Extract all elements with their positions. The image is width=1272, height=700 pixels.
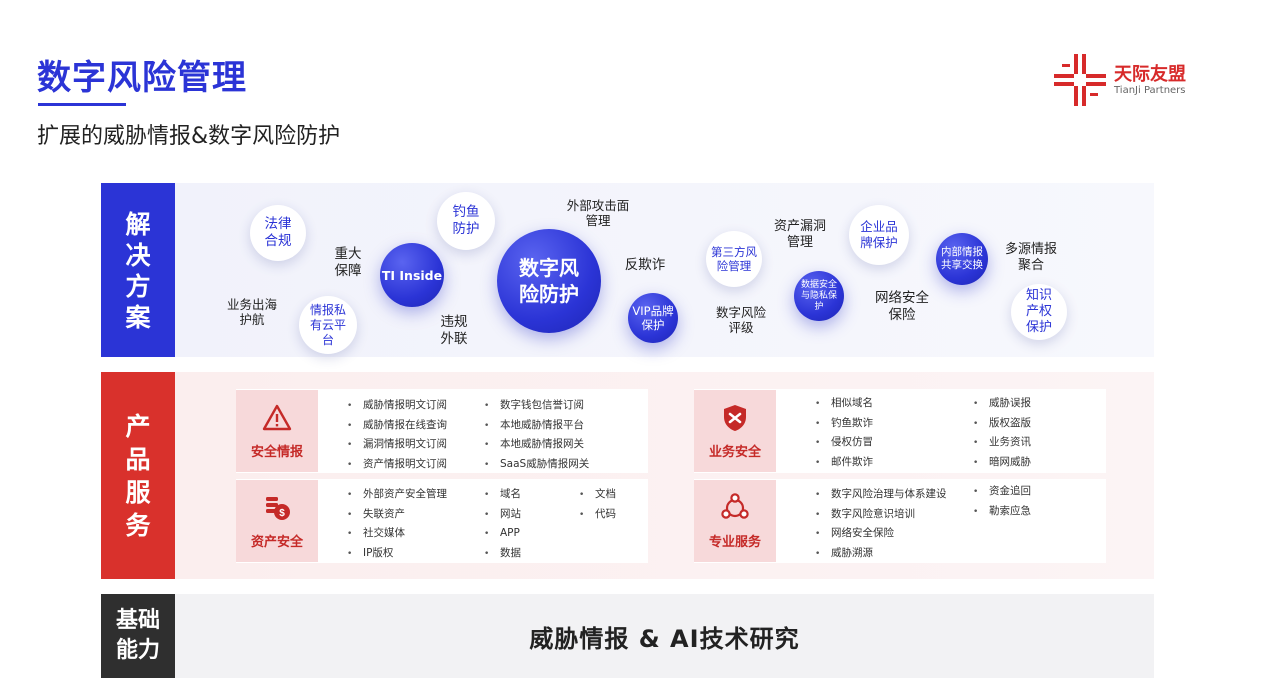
list-item: 资金追回	[973, 482, 1031, 502]
tile-business-security: 业务安全	[694, 390, 776, 472]
text-multi-source-intel: 多源情报聚合	[1004, 242, 1057, 273]
text-cyber-insurance: 网络安全保险	[875, 290, 929, 323]
list-security-intel-col1: 威胁情报明文订阅 威胁情报在线查询 漏洞情报明文订阅 资产情报明文订阅	[347, 396, 447, 474]
text-major-guarantee: 重大保障	[334, 246, 362, 279]
list-item: 钓鱼欺诈	[815, 414, 873, 434]
list-item: SaaS威胁情报网关	[484, 455, 589, 475]
list-item: 数据	[484, 544, 521, 564]
bubble-digital-risk-protection: 数字风险防护	[497, 229, 601, 333]
list-item: 威胁情报明文订阅	[347, 396, 447, 416]
list-item: 本地威胁情报平台	[484, 416, 589, 436]
bubble-law-compliance: 法律合规	[250, 205, 306, 261]
list-item: 数字钱包信誉订阅	[484, 396, 589, 416]
list-item: 网站	[484, 505, 521, 525]
bubble-data-privacy: 数据安全与隐私保护	[794, 271, 844, 321]
tile-asset-security: $ 资产安全	[236, 480, 318, 562]
bubble-phishing: 钓鱼防护	[437, 192, 495, 250]
tile-pro-service: 专业服务	[694, 480, 776, 562]
list-item: 失联资产	[347, 505, 447, 525]
list-pro-service-col2: 资金追回 勒索应急	[973, 482, 1031, 521]
page-title: 数字风险管理	[37, 58, 247, 98]
list-item: 威胁溯源	[815, 544, 947, 564]
list-item: 代码	[579, 505, 616, 525]
list-item: 业务资讯	[973, 433, 1031, 453]
text-illegal-outreach: 违规外联	[440, 314, 468, 347]
list-item: 域名	[484, 485, 521, 505]
network-icon	[721, 492, 749, 519]
text-overseas-escort: 业务出海护航	[226, 297, 277, 327]
shield-icon	[724, 404, 746, 431]
tile-label-pro-service: 专业服务	[708, 534, 761, 550]
list-item: APP	[484, 524, 521, 544]
bubble-ti-inside: TI Inside	[380, 243, 444, 307]
list-item: 漏洞情报明文订阅	[347, 435, 447, 455]
bubble-ip-protection: 知识产权保护	[1011, 284, 1067, 340]
list-asset-security-col2: 域名 网站 APP 数据	[484, 485, 521, 563]
bubble-enterprise-brand: 企业品牌保护	[849, 205, 909, 265]
list-item: 本地威胁情报网关	[484, 435, 589, 455]
list-item: 数字风险意识培训	[815, 505, 947, 525]
page-subtitle: 扩展的威胁情报&数字风险防护	[37, 124, 341, 149]
logo-chinese-name: 天际友盟	[1114, 64, 1186, 85]
list-item: 相似域名	[815, 394, 873, 414]
list-item: 邮件欺诈	[815, 453, 873, 473]
tile-label-business-security: 业务安全	[708, 444, 761, 460]
svg-text:$: $	[279, 508, 285, 519]
company-logo: 天际友盟 TianJi Partners	[1052, 52, 1202, 108]
list-item: 外部资产安全管理	[347, 485, 447, 505]
row-label-foundation: 基础能力	[101, 594, 175, 678]
logo-mark-icon	[1054, 54, 1106, 106]
foundation-text: 威胁情报 & AI技术研究	[529, 624, 800, 653]
warning-triangle-icon	[262, 404, 292, 430]
list-item: 文档	[579, 485, 616, 505]
title-underline	[38, 103, 126, 106]
list-item: 社交媒体	[347, 524, 447, 544]
bubble-vip-brand: VIP品牌保护	[628, 293, 678, 343]
list-item: 资产情报明文订阅	[347, 455, 447, 475]
list-business-security-col1: 相似域名 钓鱼欺诈 侵权仿冒 邮件欺诈	[815, 394, 873, 472]
list-asset-security-col3: 文档 代码	[579, 485, 616, 524]
list-item: 威胁情报在线查询	[347, 416, 447, 436]
list-item: 勒索应急	[973, 502, 1031, 522]
bubble-private-cloud: 情报私有云平台	[299, 296, 357, 354]
row-label-products: 产品服务	[101, 372, 175, 579]
logo-english-name: TianJi Partners	[1114, 85, 1186, 96]
bubble-third-party-risk: 第三方风险管理	[706, 231, 762, 287]
list-item: 网络安全保险	[815, 524, 947, 544]
tile-label-security-intel: 安全情报	[250, 444, 303, 460]
tile-security-intel: 安全情报	[236, 390, 318, 472]
list-item: 版权盗版	[973, 414, 1031, 434]
list-pro-service-col1: 数字风险治理与体系建设 数字风险意识培训 网络安全保险 威胁溯源	[815, 485, 947, 563]
list-item: 侵权仿冒	[815, 433, 873, 453]
coin-shield-icon: $	[266, 496, 290, 520]
text-asset-vulnerability: 资产漏洞管理	[773, 219, 826, 250]
bubble-intel-sharing: 内部情报共享交换	[936, 233, 988, 285]
list-business-security-col2: 威胁误报 版权盗版 业务资讯 暗网威胁	[973, 394, 1031, 472]
list-item: IP版权	[347, 544, 447, 564]
tile-label-asset-security: 资产安全	[250, 534, 303, 550]
text-anti-fraud: 反欺诈	[624, 257, 666, 273]
list-asset-security-col1: 外部资产安全管理 失联资产 社交媒体 IP版权	[347, 485, 447, 563]
list-item: 威胁误报	[973, 394, 1031, 414]
text-digital-risk-rating: 数字风险评级	[715, 305, 766, 335]
text-external-attack-surface: 外部攻击面管理	[566, 198, 630, 228]
foundation-band	[175, 594, 1154, 678]
list-item: 数字风险治理与体系建设	[815, 485, 947, 505]
list-security-intel-col2: 数字钱包信誉订阅 本地威胁情报平台 本地威胁情报网关 SaaS威胁情报网关	[484, 396, 589, 474]
row-label-solutions: 解决方案	[101, 183, 175, 357]
list-item: 暗网威胁	[973, 453, 1031, 473]
